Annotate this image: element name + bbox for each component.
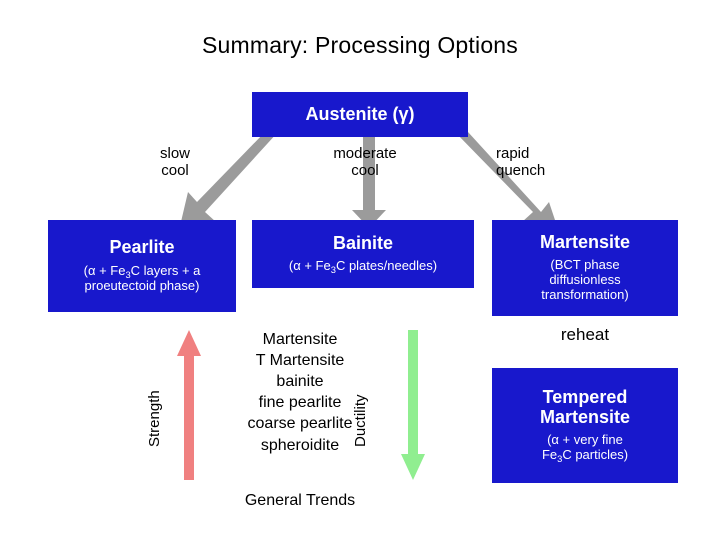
pearlite-sub-line2: proeutectoid phase) [84,277,200,293]
martensite-sub-line2: diffusionless [549,272,621,288]
trend-item-2: bainite [276,373,324,391]
trend-item-1: T Martensite [255,352,345,370]
martensite-sub-line3: transformation) [541,287,629,303]
slow-cool-line1: slow [159,145,190,162]
rapid-quench-line2: quench [496,162,546,180]
martensite-subtitle: (BCT phase diffusionless transformation) [541,258,628,303]
tempered-martensite-box: Tempered Martensite (α + very fine Fe3C … [492,368,678,483]
strength-arrow-icon [177,330,201,480]
bainite-sub-suffix: C plates/needles) [335,258,438,274]
tempered-title-line2: Martensite [539,406,631,427]
strength-axis-label: Strength [146,390,163,448]
branch-arrows [180,132,557,228]
tempered-sub-prefix: Fe [541,447,558,463]
ductility-arrow-icon [401,330,425,480]
pearlite-sub-suffix: C layers + a [130,262,201,278]
pearlite-sub-digit: 3 [125,269,131,280]
trend-item-0: Martensite [262,331,338,348]
bainite-sub-digit: 3 [330,265,336,276]
trend-list: Martensite T Martensite bainite fine pea… [200,329,400,456]
austenite-label: Austenite (γ) [305,103,415,124]
pearlite-title: Pearlite [109,237,175,258]
trend-item-4: coarse pearlite [247,415,353,433]
reheat-label: reheat [560,325,610,344]
trend-item-3: fine pearlite [258,394,342,412]
pearlite-sub-prefix: (α + Fe [83,262,126,278]
bainite-title: Bainite [332,232,393,253]
pearlite-subtitle: (α + Fe3C layers + a proeutectoid phase) [83,262,201,294]
tempered-title-line1: Tempered [542,386,628,407]
trend-item-5: spheroidite [260,436,340,454]
tempered-subtitle: (α + very fine Fe3C particles) [541,432,629,464]
tempered-sub-suffix: C particles) [562,447,629,463]
martensite-title: Martensite [539,231,631,252]
general-trends-caption: General Trends [244,492,356,509]
bainite-sub-prefix: (α + Fe [288,258,331,274]
rapid-quench-line1: rapid [496,145,530,162]
bainite-box: Bainite (α + Fe3C plates/needles) [252,220,474,288]
page-title: Summary: Processing Options [201,32,518,58]
martensite-box: Martensite (BCT phase diffusionless tran… [492,220,678,316]
tempered-sub-line1: (α + very fine [547,432,623,448]
path-label-rapid-quench: rapid quench [496,145,606,180]
bainite-subtitle: (α + Fe3C plates/needles) [288,258,438,276]
path-label-slow-cool: slow cool [120,145,230,180]
moderate-cool-line2: cool [351,162,379,180]
path-label-moderate-cool: moderate cool [300,145,430,180]
pearlite-box: Pearlite (α + Fe3C layers + a proeutecto… [48,220,236,312]
tempered-sub-digit: 3 [557,453,563,464]
martensite-sub-line1: (BCT phase [550,257,620,273]
moderate-cool-line1: moderate [333,145,397,162]
slow-cool-line2: cool [161,162,189,180]
austenite-box: Austenite (γ) [252,92,468,137]
